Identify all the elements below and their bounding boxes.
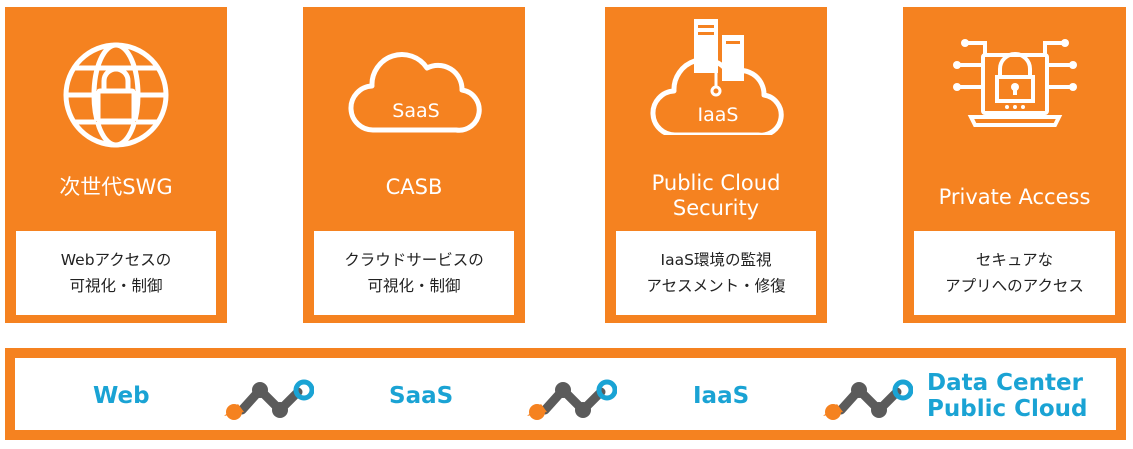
card-description: セキュアな アプリへのアクセス [914, 231, 1115, 315]
card-description: IaaS環境の監視 アセスメント・修復 [616, 231, 816, 315]
connector-link-icon [527, 379, 617, 420]
card-title: Private Access [938, 185, 1091, 209]
connectivity-bar: Web SaaS IaaS Data Center Public Cloud [5, 348, 1126, 440]
card-title: 次世代SWG [59, 175, 173, 199]
cloud-servers-iaas-icon: IaaS [650, 19, 784, 135]
bar-item-datacenter-public-cloud: Data Center Public Cloud [927, 370, 1088, 422]
card-private-access: Private Access セキュアな アプリへのアクセス [903, 7, 1126, 323]
globe-lock-icon [63, 42, 169, 148]
laptop-network-lock-icon [952, 39, 1077, 127]
connector-link-icon [823, 379, 913, 420]
card-title: Public Cloud Security [651, 171, 781, 220]
bar-item-web: Web [93, 383, 150, 409]
icon-label: IaaS [698, 104, 739, 126]
connectivity-bar-inner: Web SaaS IaaS Data Center Public Cloud [15, 358, 1116, 430]
bar-item-saas: SaaS [389, 383, 454, 409]
cloud-saas-icon: SaaS [348, 52, 482, 133]
bar-item-iaas: IaaS [693, 383, 750, 409]
card-title: CASB [385, 175, 443, 199]
card-description: Webアクセスの 可視化・制御 [16, 231, 216, 315]
card-description: クラウドサービスの 可視化・制御 [314, 231, 514, 315]
icon-label: SaaS [392, 100, 439, 122]
card-swg: 次世代SWG Webアクセスの 可視化・制御 [5, 7, 227, 323]
connector-link-icon [224, 379, 314, 420]
card-casb: SaaS CASB クラウドサービスの 可視化・制御 [303, 7, 525, 323]
card-cloud-security: IaaS Public Cloud Security IaaS環境の監視 アセス… [605, 7, 827, 323]
